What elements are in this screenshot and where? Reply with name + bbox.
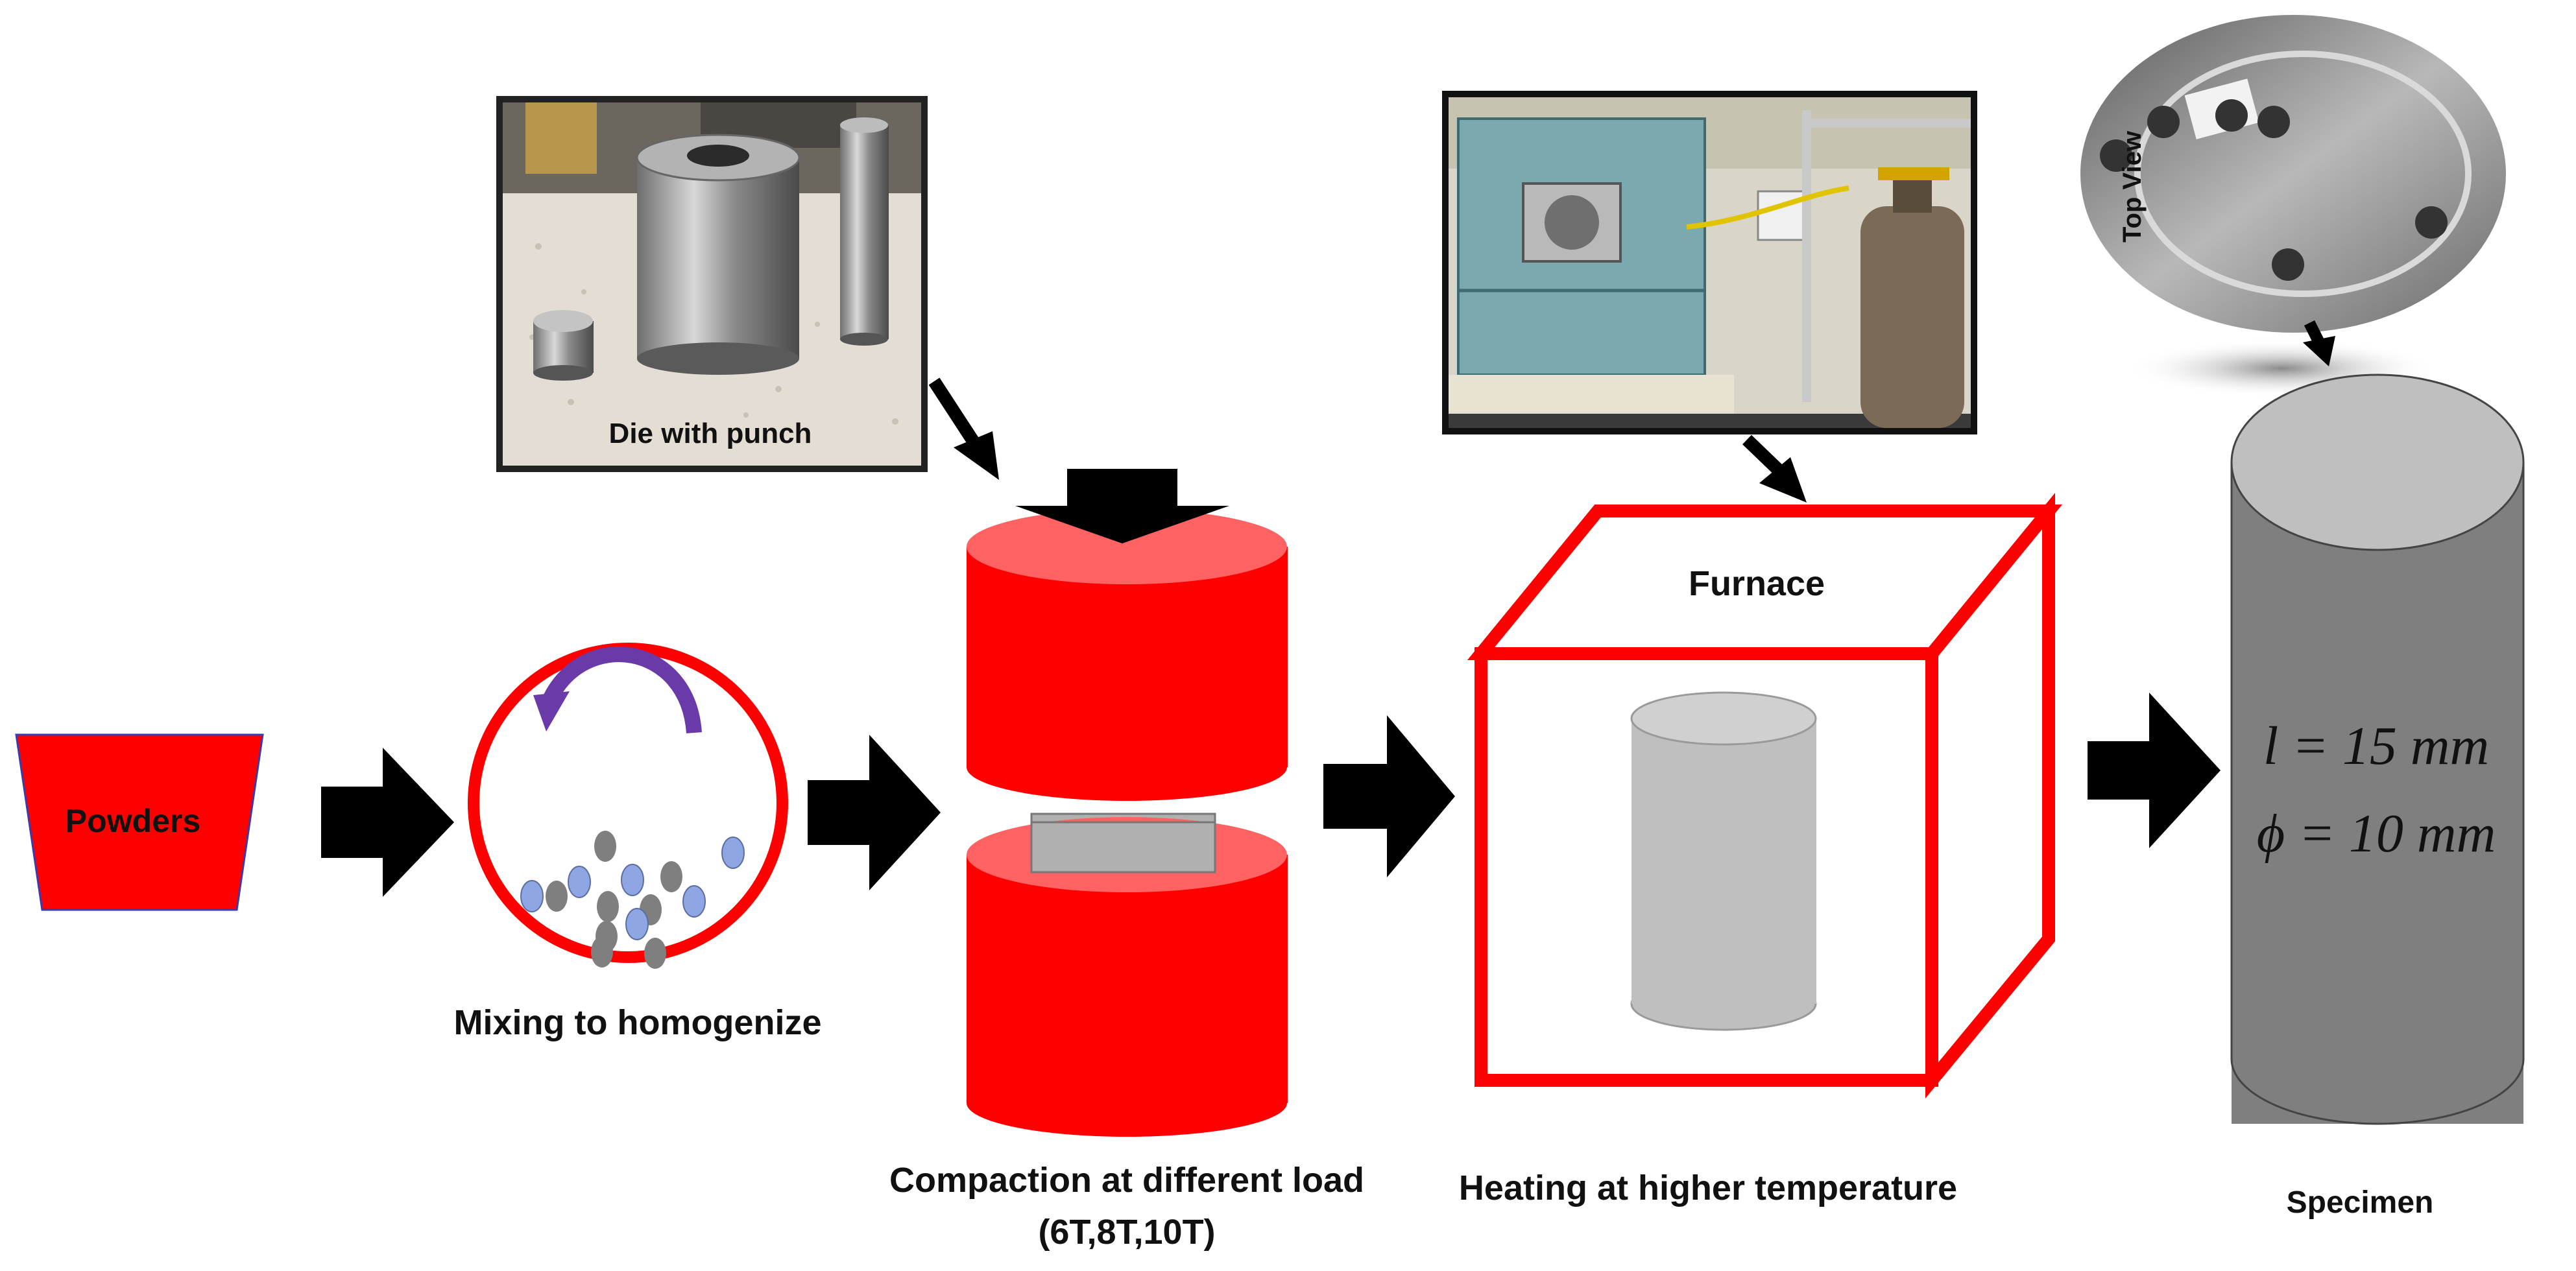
compaction-label-line2: (6T,8T,10T) bbox=[1038, 1213, 1215, 1252]
top-view-photo: Top View bbox=[2080, 15, 2506, 398]
die-caption: Die with punch bbox=[609, 418, 812, 449]
furnace-box bbox=[1467, 492, 2063, 1099]
rotation-arrow-icon bbox=[543, 647, 702, 734]
flow-arrow-4 bbox=[2088, 693, 2221, 848]
furnace-sample-cylinder bbox=[1630, 691, 1817, 1031]
powder-particles bbox=[520, 831, 745, 969]
flow-arrow-2 bbox=[808, 735, 941, 890]
pointer-arrow-furnace bbox=[1742, 434, 1807, 503]
mixing-label: Mixing to homogenize bbox=[454, 1003, 822, 1042]
specimen-cylinder: l = 15 mm ϕ = 10 mm bbox=[2230, 374, 2525, 1125]
furnace-label: Furnace bbox=[1689, 564, 1825, 603]
flow-arrow-1 bbox=[321, 748, 454, 897]
powders-label: Powders bbox=[66, 803, 200, 839]
specimen-length: l = 15 mm bbox=[2263, 716, 2489, 776]
powders-container: Powders bbox=[15, 733, 264, 911]
top-view-label: Top View bbox=[2118, 130, 2147, 243]
compaction-label-line1: Compaction at different load bbox=[889, 1161, 1364, 1200]
specimen-label: Specimen bbox=[2287, 1185, 2434, 1220]
specimen-diameter: ϕ = 10 mm bbox=[2257, 803, 2496, 864]
pointer-arrow-die bbox=[928, 377, 999, 480]
flow-arrow-3 bbox=[1323, 715, 1455, 877]
pointer-arrow-top-view bbox=[2303, 320, 2335, 366]
load-arrow-icon bbox=[1015, 469, 1229, 543]
die-photo: Die with punch bbox=[496, 96, 928, 472]
heating-label: Heating at higher temperature bbox=[1459, 1169, 1957, 1207]
mixing-vessel: Mixing to homogenize bbox=[454, 643, 822, 1042]
compaction-press: Compaction at different load (6T,8T,10T) bbox=[889, 469, 1364, 1252]
rotation-arrowhead-icon bbox=[533, 691, 570, 731]
furnace-photo bbox=[1442, 91, 1977, 434]
